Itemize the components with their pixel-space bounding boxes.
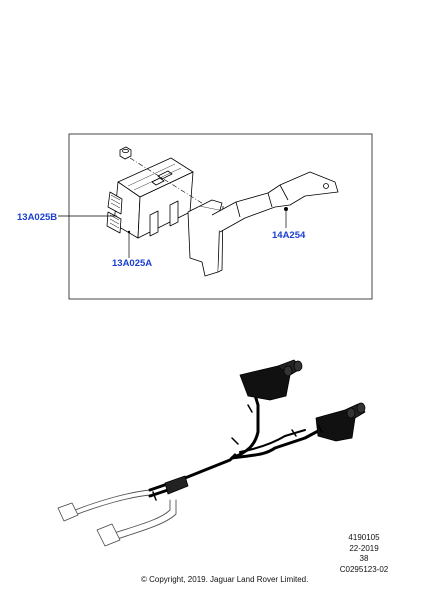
- reference-date: 22-2019: [349, 543, 379, 553]
- reference-block: 4190105 22-2019 38 C0295123-02: [336, 533, 392, 575]
- callout-14A254[interactable]: 14A254: [272, 230, 306, 241]
- reference-code: C0295123-02: [339, 564, 389, 574]
- copyright-notice: © Copyright, 2019. Jaguar Land Rover Lim…: [141, 575, 309, 584]
- detail-frame: [68, 133, 373, 300]
- nut-drawing: [119, 146, 132, 160]
- reference-page: 38: [359, 554, 369, 563]
- control-module-drawing: [106, 157, 194, 239]
- reference-number: 4190105: [348, 533, 380, 542]
- assembly-centerline: [129, 157, 206, 206]
- mounting-bracket-drawing: [187, 171, 339, 277]
- callout-13A025A[interactable]: 13A025A: [112, 258, 153, 269]
- exhaust-system-drawing: [57, 359, 366, 547]
- callout-13A025B[interactable]: 13A025B: [17, 212, 58, 223]
